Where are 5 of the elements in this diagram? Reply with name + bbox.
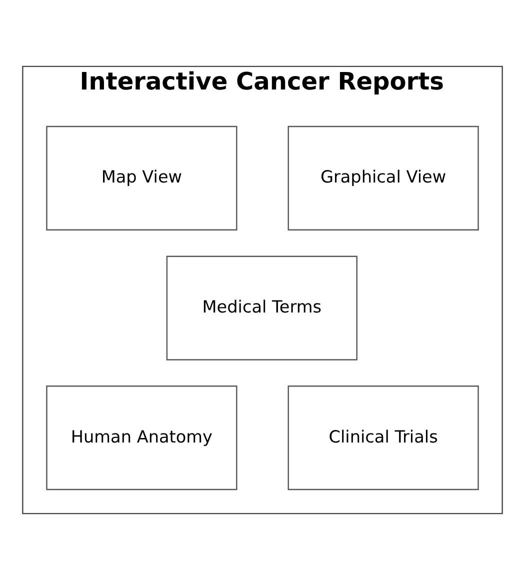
node-box: Graphical View bbox=[288, 126, 479, 230]
node-box: Clinical Trials bbox=[288, 386, 479, 490]
node-box: Medical Terms bbox=[166, 256, 358, 360]
node-box: Human Anatomy bbox=[46, 386, 238, 490]
node-box: Map View bbox=[46, 126, 238, 230]
